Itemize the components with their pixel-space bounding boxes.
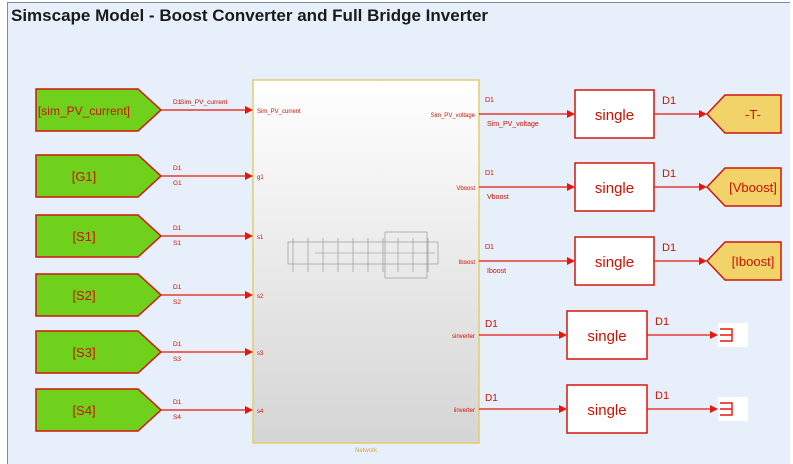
subsystem-outport-4: iinverter xyxy=(454,408,475,414)
signal-name-in-4: S3 xyxy=(173,356,181,363)
signal-type-post-4: D1 xyxy=(655,390,669,402)
from-block-0[interactable] xyxy=(35,88,163,132)
signal-name-in-5: S4 xyxy=(173,414,181,421)
wire-out-2-arrowhead xyxy=(567,257,575,265)
signal-name-out-1: Vboost xyxy=(487,194,509,201)
data-type-conversion-block-2[interactable] xyxy=(574,236,655,286)
from-block-5[interactable] xyxy=(35,388,163,432)
subsystem-outport-3: sinverter xyxy=(452,334,475,340)
subsystem-inport-5: s4 xyxy=(257,409,264,415)
from-block-tag-3: [S2] xyxy=(72,288,95,303)
wire-out-1-arrowhead xyxy=(567,183,575,191)
wire-in-4-arrowhead xyxy=(245,348,253,356)
signal-name-in-1: G1 xyxy=(173,180,182,187)
from-block-3[interactable] xyxy=(35,273,163,317)
data-type-conversion-block-3[interactable] xyxy=(566,310,648,360)
goto-block-tag-2: [Iboost] xyxy=(732,254,775,269)
goto-block-1[interactable] xyxy=(705,167,782,207)
subsystem-inport-2: s1 xyxy=(257,235,264,241)
circuit-preview-icon xyxy=(287,231,439,279)
conversion-label-0: single xyxy=(595,107,634,124)
signal-name-in-2: S1 xyxy=(173,240,181,247)
goto-block-2[interactable] xyxy=(705,241,782,281)
conversion-label-2: single xyxy=(595,254,634,271)
signal-name-in-3: S2 xyxy=(173,299,181,306)
wire-goto-1-arrowhead xyxy=(699,183,707,191)
goto-block-tag-0: -T- xyxy=(745,107,761,122)
conversion-label-1: single xyxy=(595,180,634,197)
terminator-icon-4 xyxy=(720,402,733,416)
signal-type-out-1: D1 xyxy=(485,170,494,177)
signal-type-in-0: D1 xyxy=(173,99,182,106)
wire-out-3-arrowhead xyxy=(559,331,567,339)
wire-out-4-arrowhead xyxy=(559,405,567,413)
signal-name-in-0: Sim_PV_current xyxy=(180,99,228,106)
from-block-2[interactable] xyxy=(35,214,163,258)
signal-type-in-1: D1 xyxy=(173,165,182,172)
signal-type-post-2: D1 xyxy=(662,242,676,254)
signal-type-post-3: D1 xyxy=(655,316,669,328)
subsystem-inport-3: s2 xyxy=(257,294,264,300)
from-block-tag-1: [G1] xyxy=(72,169,97,184)
signal-type-post-0: D1 xyxy=(662,95,676,107)
network-subsystem-label: Network xyxy=(355,448,378,454)
from-block-tag-4: [S3] xyxy=(72,345,95,360)
subsystem-inport-4: s3 xyxy=(257,351,264,357)
signal-name-out-2: Iboost xyxy=(487,268,506,275)
circuit-preview-frame xyxy=(287,241,439,265)
terminator-icon-3 xyxy=(720,328,733,342)
wire-in-1-arrowhead xyxy=(245,172,253,180)
from-block-tag-5: [S4] xyxy=(72,403,95,418)
from-block-tag-0: [sim_PV_current] xyxy=(38,104,130,118)
wire-in-2-arrowhead xyxy=(245,232,253,240)
subsystem-outport-0: Sim_PV_voltage xyxy=(431,113,476,119)
from-block-4[interactable] xyxy=(35,330,163,374)
signal-type-out-0: D1 xyxy=(485,97,494,104)
signal-type-in-3: D1 xyxy=(173,284,182,291)
conversion-label-3: single xyxy=(587,328,626,345)
network-subsystem[interactable] xyxy=(252,79,480,444)
goto-block-0[interactable] xyxy=(705,94,782,134)
from-block-tag-2: [S1] xyxy=(72,229,95,244)
area-title: Simscape Model - Boost Converter and Ful… xyxy=(11,6,489,25)
circuit-preview-bridge xyxy=(384,231,428,279)
subsystem-inport-1: g1 xyxy=(257,175,264,181)
wire-in-0-arrowhead xyxy=(245,106,253,114)
wire-in-3-arrowhead xyxy=(245,291,253,299)
wire-goto-0-arrowhead xyxy=(699,110,707,118)
subsystem-outport-1: Vboost xyxy=(456,186,475,192)
wire-term-4-arrowhead xyxy=(710,405,718,413)
signal-type-in-5: D1 xyxy=(173,399,182,406)
goto-block-tag-1: [Vboost] xyxy=(729,180,777,195)
signal-type-post-1: D1 xyxy=(662,168,676,180)
wire-goto-2-arrowhead xyxy=(699,257,707,265)
conversion-label-4: single xyxy=(587,402,626,419)
signal-type-in-4: D1 xyxy=(173,341,182,348)
wire-in-5-arrowhead xyxy=(245,406,253,414)
wire-term-3-arrowhead xyxy=(710,331,718,339)
signal-type-out-3: D1 xyxy=(485,319,498,330)
signal-name-out-0: Sim_PV_voltage xyxy=(487,121,539,128)
signal-type-out-2: D1 xyxy=(485,244,494,251)
subsystem-outport-2: Iboost xyxy=(459,260,476,266)
from-block-1[interactable] xyxy=(35,154,163,198)
signal-type-in-2: D1 xyxy=(173,225,182,232)
signal-type-out-4: D1 xyxy=(485,393,498,404)
subsystem-inport-0: Sim_PV_current xyxy=(257,109,301,115)
wire-out-0-arrowhead xyxy=(567,110,575,118)
